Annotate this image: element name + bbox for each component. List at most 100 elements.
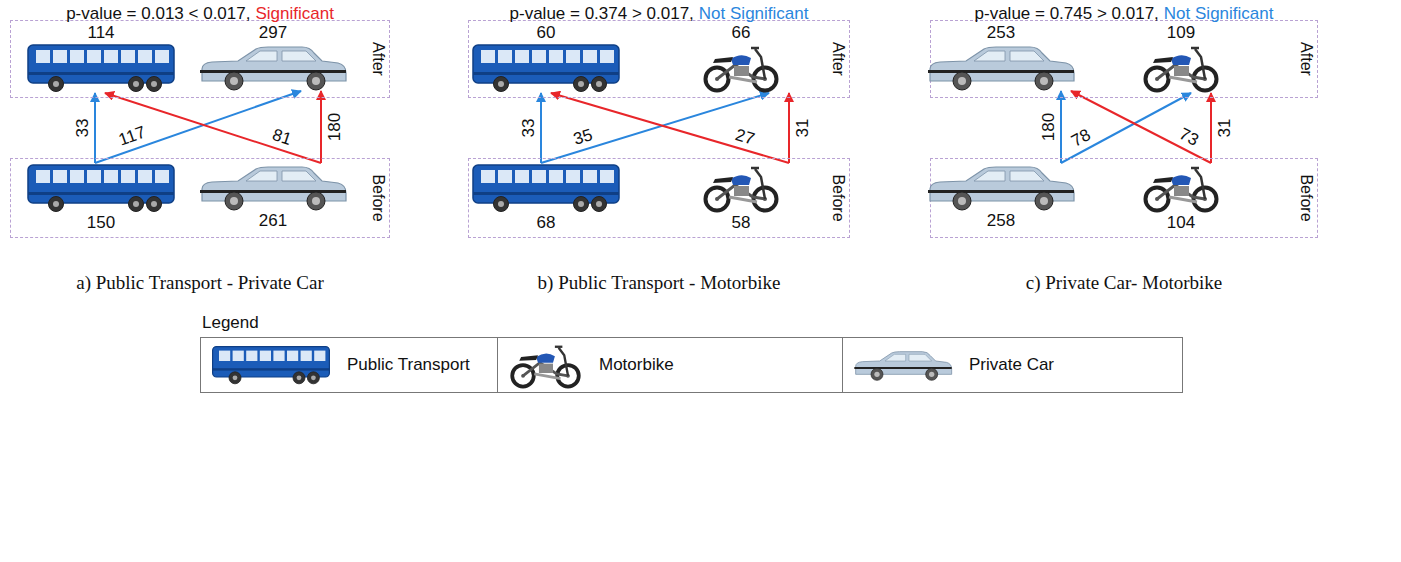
period-label: Before [369,174,387,221]
motorbike-icon [706,168,777,211]
bus-icon [471,43,621,93]
period-label: Before [829,174,847,221]
red-flow-arrow [1071,91,1211,163]
red-flow-arrow [788,93,790,163]
legend-entry: Motorbike [498,338,843,392]
blue-flow-arrow [1061,93,1191,163]
before-group-box: Before 258 104 [930,158,1318,238]
motorbike-icon [701,163,781,213]
red-flow-arrow [105,93,321,163]
panel-caption: b) Public Transport - Motorbike [538,272,781,294]
legend-label: Motorbike [599,355,674,375]
count-number: 297 [259,23,287,43]
p-value-text: p-value = 0.013 < 0.017, [66,3,250,25]
bus-icon [28,165,174,212]
car-icon [926,43,1076,91]
count-number: 58 [732,213,751,233]
vehicle-count-node: 261 [198,163,348,231]
car-icon [854,352,951,381]
motorbike-icon [706,48,777,91]
motorbike-icon [512,346,579,386]
bus-icon [28,45,174,92]
motorbike-icon [1146,168,1217,211]
bus-icon [213,347,330,384]
flow-count: 27 [731,124,758,149]
period-label: Before [1297,174,1315,221]
legend-label: Public Transport [347,355,470,375]
after-group-box: After 60 66 [468,20,850,98]
motorbike-icon [701,43,781,93]
motorbike-icon [1141,43,1221,93]
bus-icon [473,165,619,212]
car-icon [928,47,1074,90]
blue-flow-arrow [95,91,301,163]
vehicle-count-node: 104 [1141,163,1221,233]
flow-count: 180 [325,111,344,143]
count-number: 261 [259,211,287,231]
legend-entry: Public Transport [201,338,498,392]
blue-flow-arrow [541,93,769,163]
bus-icon [473,45,619,92]
count-number: 60 [537,23,556,43]
vehicle-count-node: 150 [26,163,176,233]
flow-count: 117 [114,122,150,150]
legend-box: Public Transport Motorbike Private Car [200,337,1183,393]
legend-label: Private Car [969,355,1054,375]
car-icon [198,43,348,91]
count-number: 150 [87,213,115,233]
car-icon [198,163,348,211]
flow-count: 81 [268,124,296,149]
vehicle-count-node: 114 [26,23,176,93]
bus-icon [471,163,621,213]
vehicle-count-node: 66 [701,23,781,93]
period-label: After [829,42,847,76]
flow-count: 33 [519,117,538,140]
bus-icon [26,163,176,213]
car-icon [200,167,346,210]
car-icon [926,163,1076,211]
count-number: 66 [732,23,751,43]
after-group-box: After 114 297 [10,20,390,98]
blue-flow-arrow [1060,91,1062,163]
count-number: 258 [987,211,1015,231]
flow-count: 73 [1174,123,1203,150]
bus-icon [26,43,176,93]
motorbike-icon [1146,48,1217,91]
flow-count: 33 [73,117,92,140]
before-group-box: Before 150 261 [10,158,390,238]
period-label: After [369,42,387,76]
count-number: 104 [1167,213,1195,233]
flow-count: 78 [1066,124,1095,152]
vehicle-count-node: 258 [926,163,1076,231]
blue-flow-arrow [94,93,96,163]
flow-count: 180 [1039,111,1058,143]
significance-text: Not Significant [699,3,809,25]
count-number: 109 [1167,23,1195,43]
vehicle-count-node: 297 [198,23,348,91]
period-label: After [1297,42,1315,76]
significance-text: Not Significant [1164,3,1274,25]
vehicle-count-node: 109 [1141,23,1221,93]
vehicle-count-node: 60 [471,23,621,93]
flow-count: 31 [793,117,812,140]
vehicle-count-node: 68 [471,163,621,233]
vehicle-count-node: 58 [701,163,781,233]
before-group-box: Before 68 58 [468,158,850,238]
red-flow-arrow [1210,93,1212,163]
count-number: 253 [987,23,1015,43]
bus-icon [211,345,331,385]
significance-text: Significant [255,3,333,25]
panel-caption: c) Private Car- Motorbike [1026,272,1222,294]
motorbike-icon [508,342,583,389]
panel-caption: a) Public Transport - Private Car [76,272,324,294]
legend-title: Legend [202,312,259,334]
count-number: 114 [87,23,114,43]
car-icon [200,47,346,90]
red-flow-arrow [320,91,322,163]
legend-entry: Private Car [843,338,1182,392]
p-value-text: p-value = 0.745 > 0.017, [975,3,1159,25]
car-icon [853,349,953,381]
car-icon [928,167,1074,210]
red-flow-arrow [551,93,789,163]
